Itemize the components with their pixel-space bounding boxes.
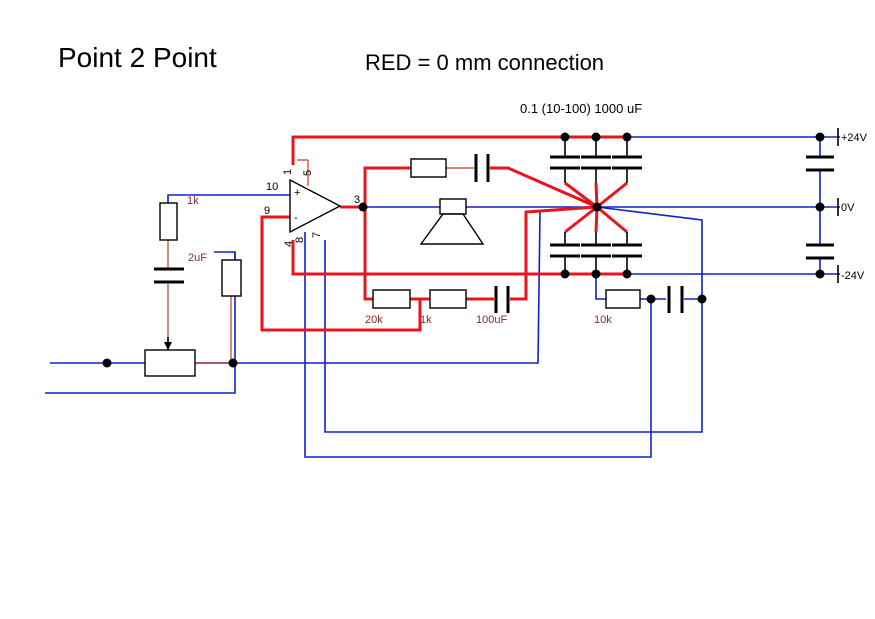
- resistor-20k: [372, 289, 411, 309]
- resistor-bias: [221, 259, 242, 297]
- value-1k-fb: 1k: [420, 314, 432, 326]
- pin-1-label: 1: [282, 169, 294, 175]
- pot-to-star-wire: [195, 211, 541, 364]
- pin-7-label: 7: [311, 232, 323, 238]
- potentiometer: [144, 349, 196, 377]
- pin-5-label: 5: [302, 170, 314, 176]
- junction-bank-bot-2: [591, 269, 601, 279]
- junction-bank-top-1: [560, 132, 570, 142]
- junction-dots: [102, 132, 825, 368]
- junction-pot-right: [228, 358, 238, 368]
- page-title: Point 2 Point: [58, 42, 217, 73]
- junction-bank-top-2: [591, 132, 601, 142]
- speaker-magnet: [439, 198, 467, 215]
- r-in-to-pin10-wire: [167, 194, 290, 203]
- op-amp-triangle: [289, 178, 342, 234]
- capacitor-note: 0.1 (10-100) 1000 uF: [520, 101, 642, 116]
- value-10k: 10k: [594, 314, 612, 326]
- resistor-zobel-out: [410, 158, 447, 178]
- pot-wiper-arrow: [164, 342, 172, 350]
- star-line-4: [564, 205, 598, 234]
- junction-bank-top-3: [622, 132, 632, 142]
- value-1k-input: 1k: [187, 195, 199, 207]
- red-connections: [167, 135, 628, 364]
- blue-wires: [45, 136, 840, 458]
- junction-zobel-mid: [646, 294, 656, 304]
- legend-red-note: RED = 0 mm connection: [365, 50, 604, 75]
- red-out-to-zobel: [340, 166, 411, 209]
- input-wire-lower: [45, 252, 236, 394]
- resistor-1k-input: [159, 202, 178, 241]
- red-out-to-20k: [363, 207, 373, 301]
- junction-bank-bot-3: [622, 269, 632, 279]
- value-2uf: 2uF: [188, 252, 207, 264]
- red-pos-rail: [291, 135, 628, 165]
- star-line-6: [596, 205, 628, 234]
- red-fb-to-pin9: [260, 215, 422, 332]
- red-rc-to-star: [490, 166, 598, 209]
- bias-top-wire: [214, 251, 236, 262]
- red-cap-to-star: [510, 205, 598, 301]
- pin-10-label: 10: [266, 181, 278, 193]
- junction-pos-rail: [815, 132, 825, 142]
- junction-zero-rail: [815, 202, 825, 212]
- pin8-wire: [304, 232, 652, 458]
- junction-bank-bot-1: [560, 269, 570, 279]
- op-amp-plus-sign: +: [294, 187, 300, 199]
- junction-star: [592, 202, 602, 212]
- junction-neg-rail: [815, 269, 825, 279]
- components: 1k 2uF 20k 1k 100uF 10k: [144, 128, 839, 377]
- junction-output: [358, 202, 368, 212]
- pin-3-label: 3: [354, 194, 360, 206]
- resistor-10k: [605, 289, 641, 309]
- junction-zobel-right: [697, 294, 707, 304]
- value-100uf: 100uF: [476, 314, 507, 326]
- rail-label-pos: +24V: [841, 132, 868, 144]
- pin-4-label: 4: [283, 241, 295, 247]
- op-amp-minus-sign: -: [294, 212, 298, 224]
- op-amp: 1 5 10 9 3 4 8 7 + -: [264, 169, 360, 247]
- pin-8-label: 8: [294, 237, 306, 243]
- rail-label-neg: -24V: [841, 270, 865, 282]
- zobel-left-wire: [595, 276, 606, 300]
- star-line-1: [564, 181, 598, 209]
- junction-input: [102, 358, 112, 368]
- value-20k: 20k: [365, 314, 383, 326]
- rail-label-zero: 0V: [841, 202, 855, 214]
- pin-9-label: 9: [264, 205, 270, 217]
- speaker-cone: [419, 213, 485, 245]
- resistor-1k-fb: [429, 289, 467, 309]
- star-line-3: [596, 181, 628, 209]
- zobel-return-wire: [324, 206, 703, 433]
- red-neg-rail: [291, 240, 628, 276]
